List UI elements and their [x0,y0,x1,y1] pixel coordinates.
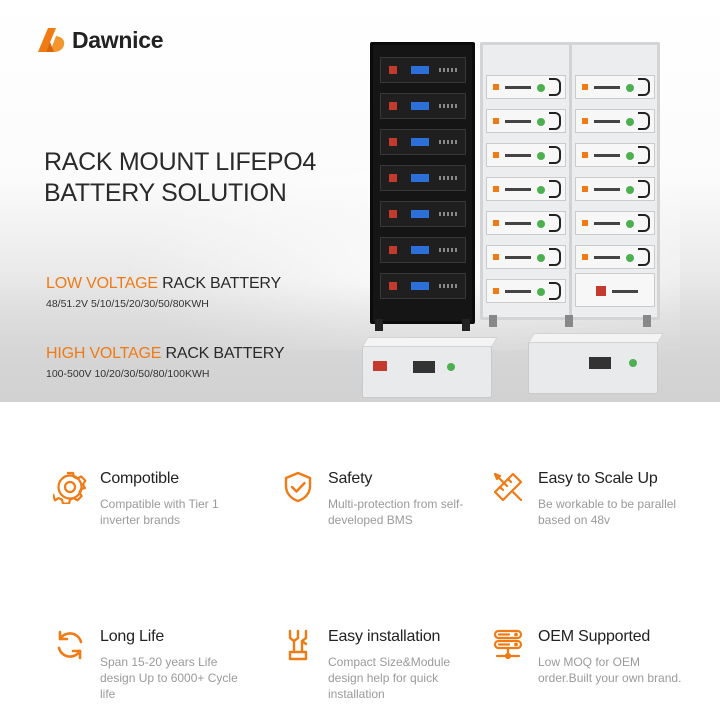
high-voltage-rest: RACK BATTERY [161,345,285,362]
battery-module [380,237,466,263]
feature-easy-installation: Easy installation Compact Size&Module de… [278,628,478,702]
battery-module [486,109,566,133]
feature-compatible: Compotible Compatible with Tier 1 invert… [50,470,250,528]
scale-tools-icon [488,470,528,510]
feature-title: OEM Supported [538,628,651,645]
battery-module [575,211,655,235]
feature-oem-supported: OEM Supported Low MOQ for OEM order.Buil… [488,628,688,686]
dawnice-logo-icon [38,28,65,52]
low-voltage-rest: RACK BATTERY [157,275,281,292]
brand-name: Dawnice [72,26,164,53]
feature-long-life: Long Life Span 15-20 years Life design U… [50,628,250,702]
cycle-icon [50,628,90,668]
battery-module [486,75,566,99]
black-battery-rack [370,42,475,331]
feature-desc: Compatible with Tier 1 inverter brands [100,497,219,527]
battery-module [575,143,655,167]
battery-module [575,177,655,201]
feature-desc: Compact Size&Module design help for quic… [328,655,451,701]
feature-desc: Multi-protection from self-developed BMS [328,497,464,527]
high-voltage-module [362,337,498,398]
low-voltage-spec: 48/51.2V 5/10/15/20/30/50/80KWH [46,298,209,310]
high-voltage-product: HIGH VOLTAGE RACK BATTERY 100-500V 10/20… [46,345,285,380]
high-voltage-spec: 100-500V 10/20/30/50/80/100KWH [46,368,210,380]
page-title: RACK MOUNT LIFEPO4 BATTERY SOLUTION [44,147,374,209]
hero-banner: Dawnice RACK MOUNT LIFEPO4 BATTERY SOLUT… [0,0,720,402]
feature-desc: Span 15-20 years Life design Up to 6000+… [100,655,238,701]
low-voltage-title: LOW VOLTAGE RACK BATTERY [46,275,281,293]
feature-title: Easy to Scale Up [538,470,658,487]
shield-check-icon [278,470,318,510]
feature-safety: Safety Multi-protection from self-develo… [278,470,478,528]
battery-module [380,165,466,191]
high-voltage-title: HIGH VOLTAGE RACK BATTERY [46,345,285,363]
feature-desc: Low MOQ for OEM order.Built your own bra… [538,655,682,685]
battery-module [380,129,466,155]
server-stack-icon [488,628,528,668]
high-voltage-module [528,333,664,394]
battery-module [486,245,566,269]
battery-module [486,143,566,167]
feature-title: Long Life [100,628,165,645]
feature-scale-up: Easy to Scale Up Be workable to be paral… [488,470,688,528]
battery-module [486,211,566,235]
low-voltage-accent: LOW VOLTAGE [46,275,158,292]
feature-title: Easy installation [328,628,441,645]
gear-icon [50,470,90,510]
wrench-icon [278,628,318,668]
headline-line-1: RACK MOUNT LIFEPO4 [44,148,316,176]
battery-module [380,93,466,119]
white-battery-rack [480,42,660,327]
battery-module [380,57,466,83]
battery-module [575,75,655,99]
feature-title: Safety [328,470,373,487]
feature-desc: Be workable to be parallel based on 48v [538,497,677,527]
battery-module [575,245,655,269]
battery-module [486,279,566,303]
headline-line-2: BATTERY SOLUTION [44,179,287,207]
battery-module [380,201,466,227]
low-voltage-product: LOW VOLTAGE RACK BATTERY 48/51.2V 5/10/1… [46,275,281,310]
brand-logo[interactable]: Dawnice [36,26,164,54]
battery-module [486,177,566,201]
control-module [575,273,655,307]
battery-module [380,273,466,299]
battery-module [575,109,655,133]
high-voltage-accent: HIGH VOLTAGE [46,345,162,362]
feature-title: Compotible [100,470,179,487]
